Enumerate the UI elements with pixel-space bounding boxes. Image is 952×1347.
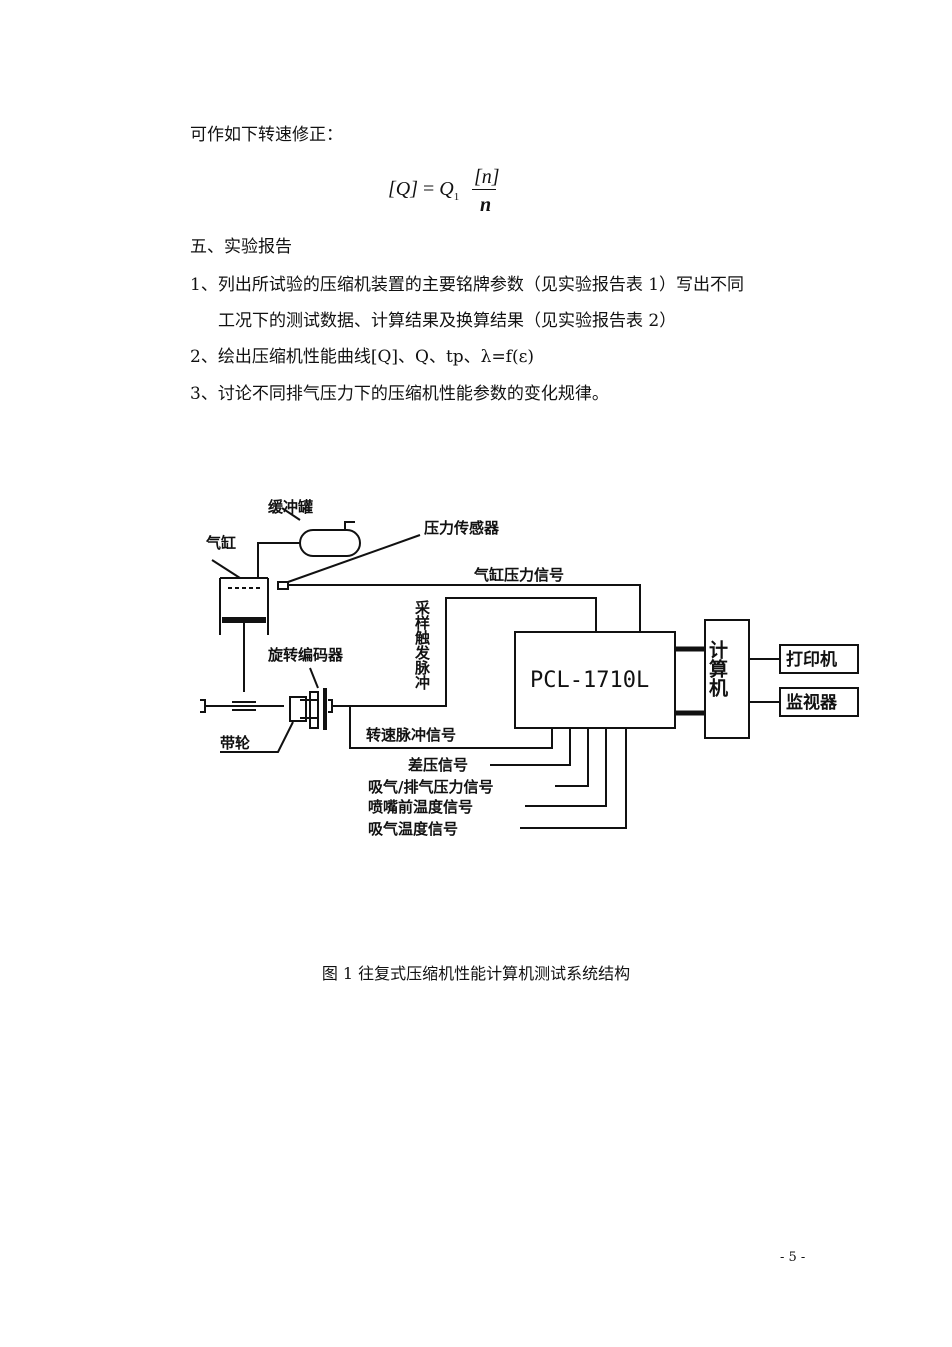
intro-text: 可作如下转速修正： <box>190 125 343 145</box>
system-diagram: 缓冲罐 气缸 压力传感器 气缸压力信号 采样触发脉冲 旋转编码器 带轮 转速脉冲… <box>200 498 859 838</box>
formula-fraction-bar <box>472 189 496 190</box>
label-suction-temp-signal: 吸气温度信号 <box>368 820 458 838</box>
computer-box <box>704 619 750 739</box>
daq-card-box <box>514 631 676 729</box>
label-printer: 打印机 <box>786 649 837 670</box>
label-cylinder-pressure-signal: 气缸压力信号 <box>473 566 564 584</box>
label-sampling-trigger-pulse: 采样触发脉冲 <box>413 599 431 691</box>
printer-box <box>779 644 859 674</box>
pressure-sensor-shape <box>277 581 289 590</box>
report-item-2: 2、绘出压缩机性能曲线[Q]、Q、tp、λ=f(ε) <box>190 347 535 367</box>
report-item-1: 1、列出所试验的压缩机装置的主要铭牌参数（见实验报告表 1）写出不同 <box>190 275 745 295</box>
cylinder-shape <box>219 578 269 635</box>
report-item-1-cont: 工况下的测试数据、计算结果及换算结果（见实验报告表 2） <box>218 311 677 331</box>
formula-denominator: n <box>480 194 492 216</box>
label-speed-pulse-signal: 转速脉冲信号 <box>366 726 456 744</box>
label-diff-pressure-signal: 差压信号 <box>408 756 468 774</box>
report-item-3: 3、讨论不同排气压力下的压缩机性能参数的变化规律。 <box>190 384 609 404</box>
label-suction-discharge-pressure-signal: 吸气/排气压力信号 <box>368 778 493 796</box>
formula-numerator: [n] <box>474 166 500 188</box>
label-buffer-tank: 缓冲罐 <box>268 498 313 516</box>
formula-lhs: [Q] = Q1 <box>388 178 460 203</box>
label-rotary-encoder: 旋转编码器 <box>267 646 344 664</box>
label-monitor: 监视器 <box>786 692 838 713</box>
label-cylinder: 气缸 <box>205 534 236 552</box>
label-daq-card: PCL-1710L <box>530 668 649 693</box>
label-pulley: 带轮 <box>220 734 250 752</box>
buffer-tank-shape <box>299 529 361 557</box>
speed-correction-formula: [Q] = Q1 [n] n <box>388 166 518 218</box>
label-nozzle-temp-signal: 喷嘴前温度信号 <box>368 798 473 816</box>
label-computer: 计算机 <box>706 640 728 698</box>
label-pressure-sensor: 压力传感器 <box>424 519 500 537</box>
page-number: - 5 - <box>780 1250 806 1265</box>
figure-caption: 图 1 往复式压缩机性能计算机测试系统结构 <box>321 964 631 983</box>
section-title: 五、实验报告 <box>190 237 292 257</box>
monitor-box <box>779 687 859 717</box>
pulley-shape <box>289 696 307 722</box>
